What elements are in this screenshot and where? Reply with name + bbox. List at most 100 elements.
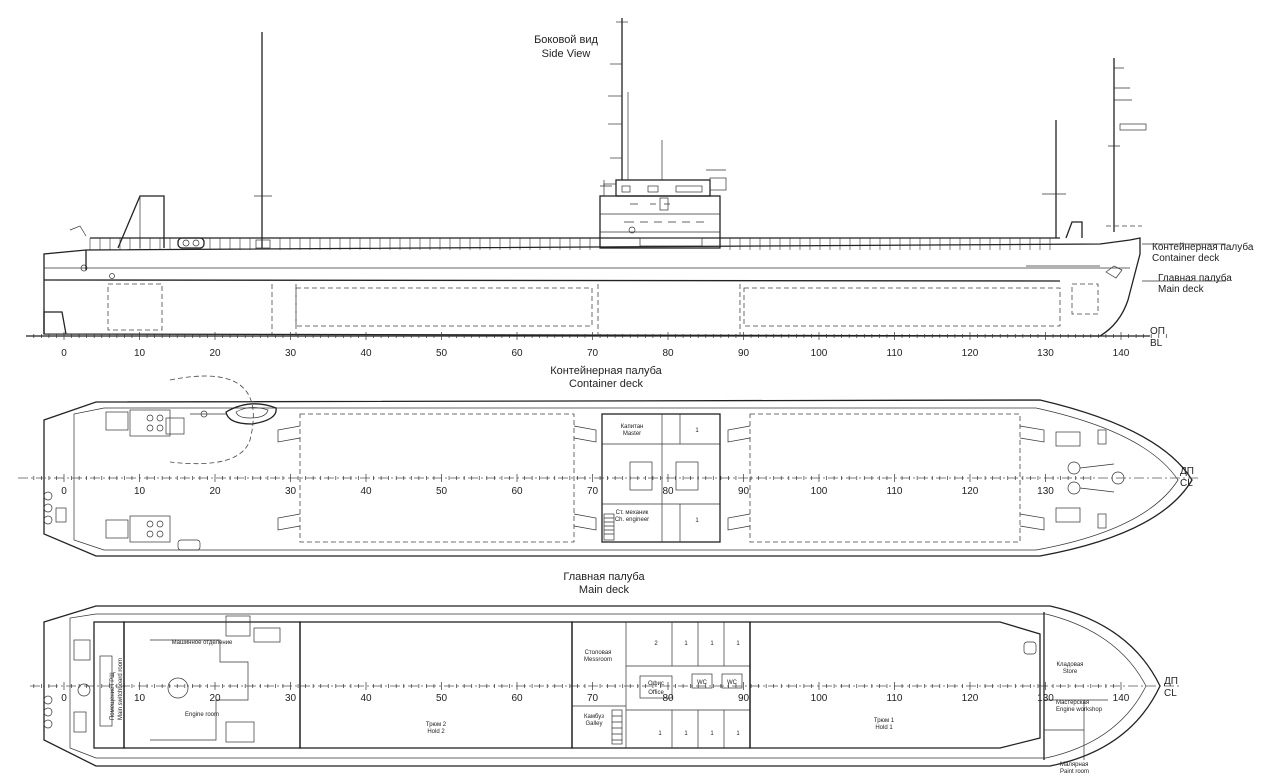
cabin-number: 1 (710, 641, 714, 647)
wc-room (721, 673, 743, 689)
frame-number: 90 (738, 486, 750, 497)
frame-number: 0 (61, 693, 67, 704)
side-container-deck-label-en: Container deck (1152, 253, 1220, 264)
workshop-label-ru: Мастерская (1056, 700, 1089, 706)
frame-number: 0 (61, 348, 67, 359)
paint-room-label-ru: Малярная (1060, 762, 1088, 768)
frame-number: 130 (1037, 348, 1054, 359)
engine-room-label-ru: Машинное отделение (172, 640, 233, 646)
side-bl-label-ru: ОП (1150, 326, 1165, 337)
frame-number: 120 (962, 486, 979, 497)
container-deck-plan: Контейнерная палуба Container deck Капи (18, 365, 1200, 557)
side-container-deck-label-ru: Контейнерная палуба (1152, 241, 1254, 253)
cabin-number: 2 (654, 641, 658, 647)
cabin-number: 1 (736, 641, 740, 647)
frame-number: 130 (1037, 486, 1054, 497)
frame-number: 0 (61, 486, 67, 497)
messroom-label-ru: Столовая (585, 650, 612, 656)
frame-number: 140 (1113, 693, 1130, 704)
container-deck-aft-equipment (43, 409, 201, 551)
captain-cabin-label-en: Master (623, 431, 641, 437)
frame-number: 110 (887, 348, 903, 359)
hold-1-label-en: Hold 1 (875, 725, 893, 731)
container-deck-frame-ticks (33, 474, 1092, 482)
wc-label: WC (697, 680, 708, 686)
container-deck-title-ru: Контейнерная палуба (550, 365, 662, 377)
container-deck-stair (603, 513, 615, 541)
main-deck-hold-1: Трюм 1 Hold 1 (749, 621, 1041, 749)
main-deck-plan: Главная палуба Main deck Машинное отделе… (30, 571, 1180, 775)
store-label-en: Store (1063, 669, 1078, 675)
store-label-ru: Кладовая (1057, 662, 1084, 668)
main-deck-stair (611, 709, 623, 745)
office-label-ru: Офис (648, 681, 664, 687)
side-view-title-ru: Боковой вид (534, 34, 598, 46)
chief-engineer-cabin-label-ru: Ст. механик (616, 510, 649, 516)
engine-room-label-en: Engine room (185, 712, 219, 718)
office-room (639, 675, 673, 699)
cabin-number: 1 (684, 731, 688, 737)
frame-number: 50 (436, 348, 448, 359)
container-deck-accommodation: Капитан Master Ст. механик Ch. engineer … (601, 413, 721, 543)
frame-number: 100 (811, 486, 828, 497)
side-main-deck-label-en: Main deck (1158, 284, 1205, 295)
frame-number: 30 (285, 486, 297, 497)
container-deck-forward-equipment (1055, 429, 1125, 529)
frame-number: 70 (587, 486, 599, 497)
container-deck-outline (43, 399, 1193, 557)
wc-label: WC (727, 680, 738, 686)
main-deck-hold-2: Трюм 2 Hold 2 (299, 621, 573, 749)
frame-number: 10 (134, 693, 146, 704)
frame-number: 110 (887, 486, 903, 497)
frame-number: 40 (360, 693, 372, 704)
cabin-number: 1 (710, 731, 714, 737)
frame-number: 30 (285, 348, 297, 359)
frame-number: 80 (662, 348, 674, 359)
cabin-number: 1 (658, 731, 662, 737)
frame-number: 20 (209, 348, 221, 359)
main-deck-frame-ticks (33, 682, 1122, 690)
switchboard-room-label-en: Main switchboard room (118, 658, 124, 720)
frame-number: 80 (662, 693, 674, 704)
side-superstructure (599, 177, 727, 249)
frame-number: 40 (360, 486, 372, 497)
frame-number: 30 (285, 693, 297, 704)
cabin-number: 1 (695, 428, 699, 434)
main-deck-accommodation: Столовая Messroom Камбуз Galley Офис Off… (571, 621, 751, 749)
side-bl-label-en: BL (1150, 338, 1163, 349)
frame-number: 50 (436, 486, 448, 497)
galley-label-en: Galley (585, 721, 602, 727)
side-view-title-en: Side View (542, 48, 591, 60)
side-view: Боковой вид Side View (26, 18, 1254, 359)
frame-number: 100 (811, 693, 828, 704)
main-deck-forepeak: Кладовая Store Мастерская Engine worksho… (1023, 612, 1108, 775)
container-deck-rescue-boat (169, 375, 277, 465)
main-deck-cl-label-en: CL (1164, 688, 1177, 699)
office-label-en: Office (648, 690, 664, 696)
frame-number: 140 (1113, 348, 1130, 359)
wc-room (691, 673, 713, 689)
frame-number: 60 (511, 693, 523, 704)
main-deck-engine-room: Машинное отделение Engine room Помещение… (43, 615, 301, 749)
main-deck-title-en: Main deck (579, 584, 630, 596)
cabin-number: 1 (695, 518, 699, 524)
frame-number: 60 (511, 486, 523, 497)
switchboard-room-label-ru: Помещение ГРЩ (110, 672, 116, 720)
cabin-number: 1 (736, 731, 740, 737)
frame-number: 90 (738, 348, 750, 359)
container-deck-title-en: Container deck (569, 378, 643, 390)
hold-2-label-ru: Трюм 2 (426, 722, 447, 728)
frame-number: 10 (134, 348, 146, 359)
main-deck-title-ru: Главная палуба (563, 571, 645, 583)
frame-number: 50 (436, 693, 448, 704)
side-railing-posts (89, 238, 1051, 250)
main-deck-cl-label-ru: ДП (1164, 676, 1178, 687)
side-aft-mast-post (117, 195, 165, 249)
side-rudder (43, 311, 67, 335)
container-deck-cl-label-ru: ДП (1180, 466, 1194, 477)
frame-number: 10 (134, 486, 146, 497)
side-frame-ticks (33, 332, 1167, 340)
